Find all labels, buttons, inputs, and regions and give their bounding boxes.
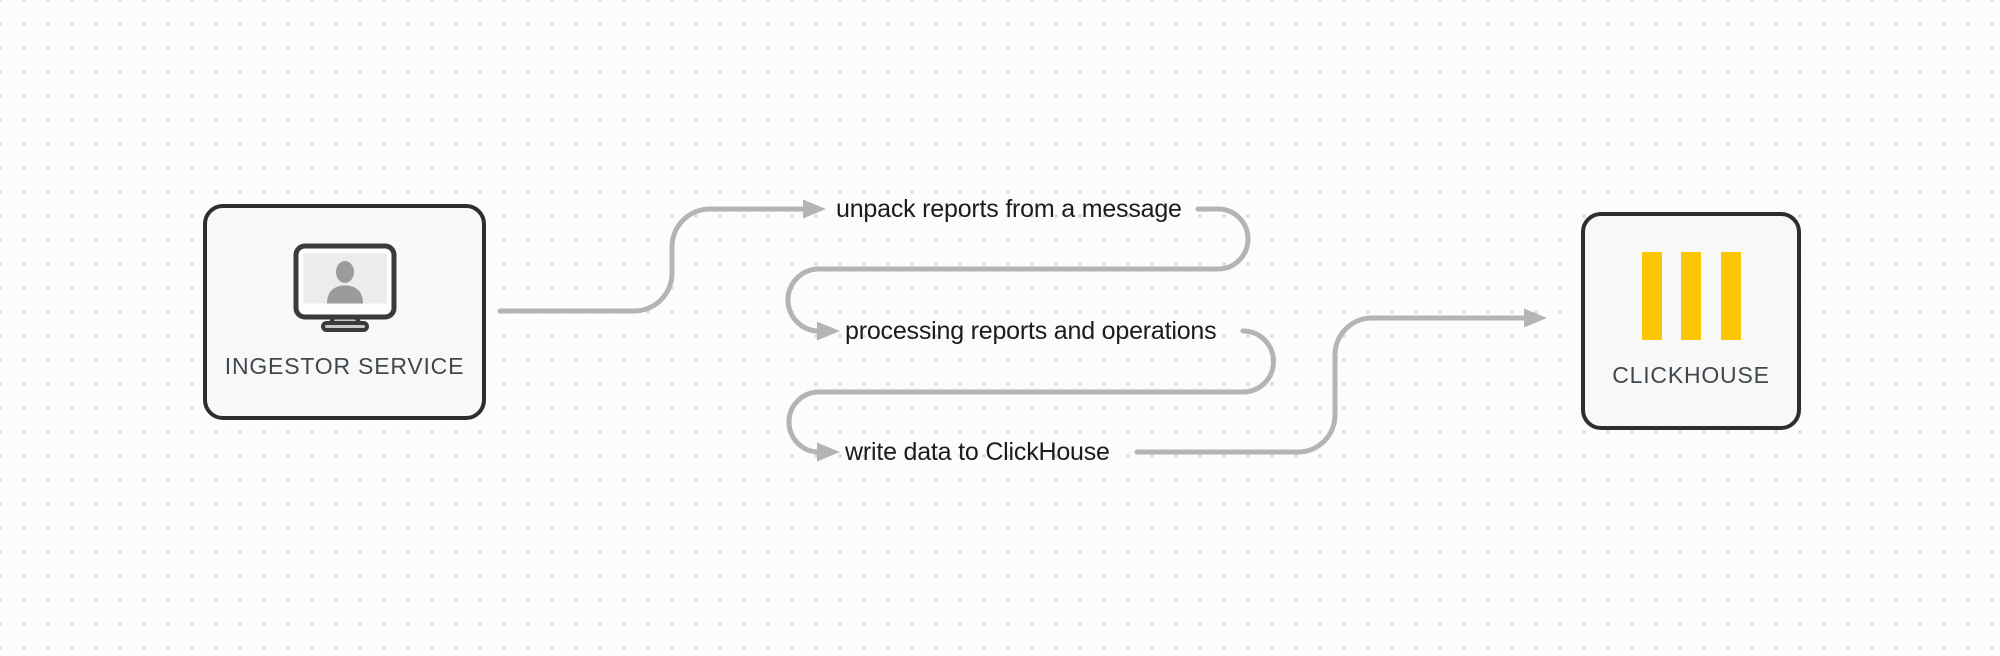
connector-step2-to-step3 (786, 328, 1276, 455)
arrowhead-icon (817, 442, 840, 462)
arrowhead-icon (803, 199, 826, 219)
connector-step1-to-step2 (785, 206, 1251, 334)
clickhouse-logo-icon (1641, 252, 1741, 340)
step-label-unpack-reports[interactable]: unpack reports from a message (836, 195, 1182, 223)
node-label: INGESTOR SERVICE (224, 353, 465, 379)
arrowhead-icon (817, 321, 840, 341)
monitor-user-icon (293, 243, 396, 332)
connector-ingestor-to-step1 (497, 206, 806, 314)
node-label: CLICKHOUSE (1612, 362, 1770, 388)
arrowhead-icon (1524, 308, 1547, 328)
node-clickhouse[interactable]: CLICKHOUSE (1581, 212, 1801, 430)
clickhouse-logo-bar (1681, 252, 1701, 340)
step-label-write-data[interactable]: write data to ClickHouse (845, 438, 1110, 466)
clickhouse-logo-bar (1720, 252, 1741, 340)
clickhouse-logo-bar (1641, 252, 1662, 340)
step-label-processing-reports[interactable]: processing reports and operations (845, 317, 1217, 345)
node-ingestor-service[interactable]: INGESTOR SERVICE (203, 204, 486, 420)
